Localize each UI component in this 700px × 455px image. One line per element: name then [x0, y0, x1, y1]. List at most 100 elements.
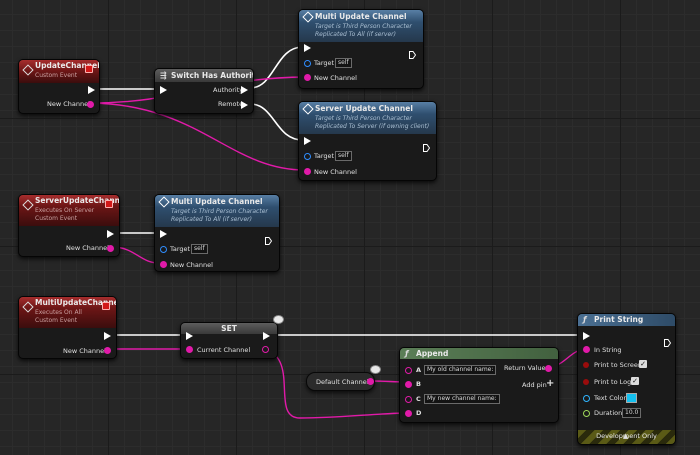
pin-label: New Channel [47, 100, 90, 108]
exec-out-pin[interactable] [263, 332, 270, 340]
exec-out-pin[interactable] [88, 86, 95, 94]
comment-bubble-icon[interactable] [273, 315, 284, 324]
pin-label: New Channel [66, 244, 109, 252]
multi-update-channel-node-2[interactable]: Multi Update Channel Target is Third Per… [154, 194, 280, 272]
b-pin[interactable] [405, 381, 412, 388]
pin-label: Print to Log [594, 378, 632, 386]
print-to-screen-checkbox[interactable]: ✓ [639, 360, 647, 368]
exec-in-pin[interactable] [160, 230, 167, 238]
node-subtitle: Target is Third Person Character [315, 115, 412, 122]
duration-pin[interactable] [583, 410, 590, 417]
a-value-input[interactable]: My old channel name: [424, 365, 497, 375]
node-title: Multi Update Channel [171, 197, 263, 206]
pin-label: New Channel [314, 74, 357, 82]
pin-label: New Channel [170, 261, 213, 269]
new-channel-in-pin[interactable] [304, 168, 311, 175]
node-title: Server Update Channel [315, 104, 413, 113]
exec-in-pin[interactable] [304, 137, 311, 145]
node-subtitle: Executes On All [35, 309, 82, 316]
print-to-screen-pin[interactable] [583, 362, 589, 368]
pin-label: B [416, 380, 421, 388]
current-channel-in-pin[interactable] [186, 346, 193, 353]
node-subtitle: Custom Event [35, 215, 78, 222]
new-channel-out-pin[interactable] [104, 347, 111, 354]
variable-label: Default Channel [316, 378, 369, 386]
pin-label: C [416, 395, 421, 403]
print-to-log-pin[interactable] [583, 379, 589, 385]
target-pin[interactable] [304, 153, 311, 160]
exec-out-pin[interactable] [265, 230, 273, 245]
multi-update-channel-node[interactable]: Multi Update Channel Target is Third Per… [298, 9, 424, 89]
node-subtitle: Replicated To Server (if owning client) [315, 123, 430, 130]
pin-label: Remote [218, 100, 244, 108]
authority-exec-pin[interactable] [241, 86, 248, 94]
target-value[interactable]: self [335, 151, 352, 161]
new-channel-out-pin[interactable] [107, 245, 114, 252]
node-title: ServerUpdateChannel [35, 196, 120, 205]
node-title: SET [221, 324, 237, 333]
node-title: Multi Update Channel [315, 12, 407, 21]
pin-label: Target [170, 245, 191, 253]
diamond-icon [302, 103, 314, 115]
comment-bubble-icon[interactable] [370, 365, 381, 374]
node-subtitle: Replicated To All (if server) [315, 31, 396, 38]
exec-in-pin[interactable] [160, 86, 167, 94]
server-update-channel-node[interactable]: Server Update Channel Target is Third Pe… [298, 101, 437, 181]
chevron-down-icon[interactable]: ▲ [623, 432, 629, 440]
delegate-pin-icon[interactable] [85, 65, 93, 73]
add-pin-label[interactable]: Add pin [522, 381, 547, 389]
remote-exec-pin[interactable] [241, 101, 248, 109]
in-string-pin[interactable] [583, 346, 590, 353]
current-channel-out-pin[interactable] [262, 346, 269, 353]
exec-out-pin[interactable] [423, 137, 431, 152]
new-channel-out-pin[interactable] [87, 101, 94, 108]
node-subtitle: Target is Third Person Character [171, 208, 268, 215]
target-pin[interactable] [160, 246, 167, 253]
default-channel-out-pin[interactable] [367, 378, 374, 385]
exec-out-pin[interactable] [409, 44, 417, 59]
new-channel-in-pin[interactable] [160, 261, 167, 268]
development-only-banner: Development Only [578, 430, 675, 444]
pin-label: Current Channel [197, 346, 251, 354]
node-subtitle: Target is Third Person Character [315, 23, 412, 30]
node-title: MultiUpdateChannel [35, 298, 117, 307]
diamond-icon [158, 196, 170, 208]
update-channel-event-node[interactable]: UpdateChannel Custom Event New Channel [18, 59, 100, 114]
target-value[interactable]: self [335, 58, 352, 68]
default-channel-variable-node[interactable]: Default Channel [306, 372, 375, 391]
append-node[interactable]: ƒ Append A My old channel name: Return V… [399, 347, 559, 423]
d-pin[interactable] [405, 410, 412, 417]
text-color-swatch[interactable] [626, 393, 637, 403]
pin-label: Return Value [504, 364, 546, 372]
diamond-icon [302, 11, 314, 23]
new-channel-in-pin[interactable] [304, 74, 311, 81]
print-to-log-checkbox[interactable]: ✓ [631, 377, 639, 385]
c-pin[interactable] [405, 396, 412, 403]
multi-update-channel-event-node[interactable]: MultiUpdateChannel Executes On All Custo… [18, 296, 117, 359]
pin-label: A [416, 366, 422, 374]
switch-has-authority-node[interactable]: ⇶ Switch Has Authority Authority Remote [154, 68, 254, 114]
pin-label: Target [314, 152, 335, 160]
print-string-node[interactable]: ƒ Print String In String Print to Screen… [577, 313, 676, 445]
pin-label: Text Color [594, 394, 627, 402]
plus-icon[interactable]: + [546, 378, 555, 389]
text-color-pin[interactable] [583, 395, 590, 402]
exec-in-pin[interactable] [583, 332, 590, 340]
exec-in-pin[interactable] [304, 44, 311, 52]
exec-in-pin[interactable] [186, 332, 193, 340]
dev-only-label: Development Only [596, 432, 657, 440]
pin-label: New Channel [63, 347, 106, 355]
exec-out-pin[interactable] [104, 332, 111, 340]
exec-out-pin[interactable] [664, 332, 672, 347]
return-value-pin[interactable] [545, 365, 552, 372]
delegate-pin-icon[interactable] [102, 302, 110, 310]
duration-input[interactable]: 10.0 [622, 408, 642, 418]
target-value[interactable]: self [191, 244, 208, 254]
exec-out-pin[interactable] [107, 230, 114, 238]
delegate-pin-icon[interactable] [105, 200, 113, 208]
a-pin[interactable] [405, 367, 412, 374]
set-variable-node[interactable]: SET Current Channel [180, 322, 278, 359]
c-value-input[interactable]: My new channel name: [424, 394, 500, 404]
target-pin[interactable] [304, 60, 311, 67]
server-update-channel-event-node[interactable]: ServerUpdateChannel Executes On Server C… [18, 194, 120, 257]
